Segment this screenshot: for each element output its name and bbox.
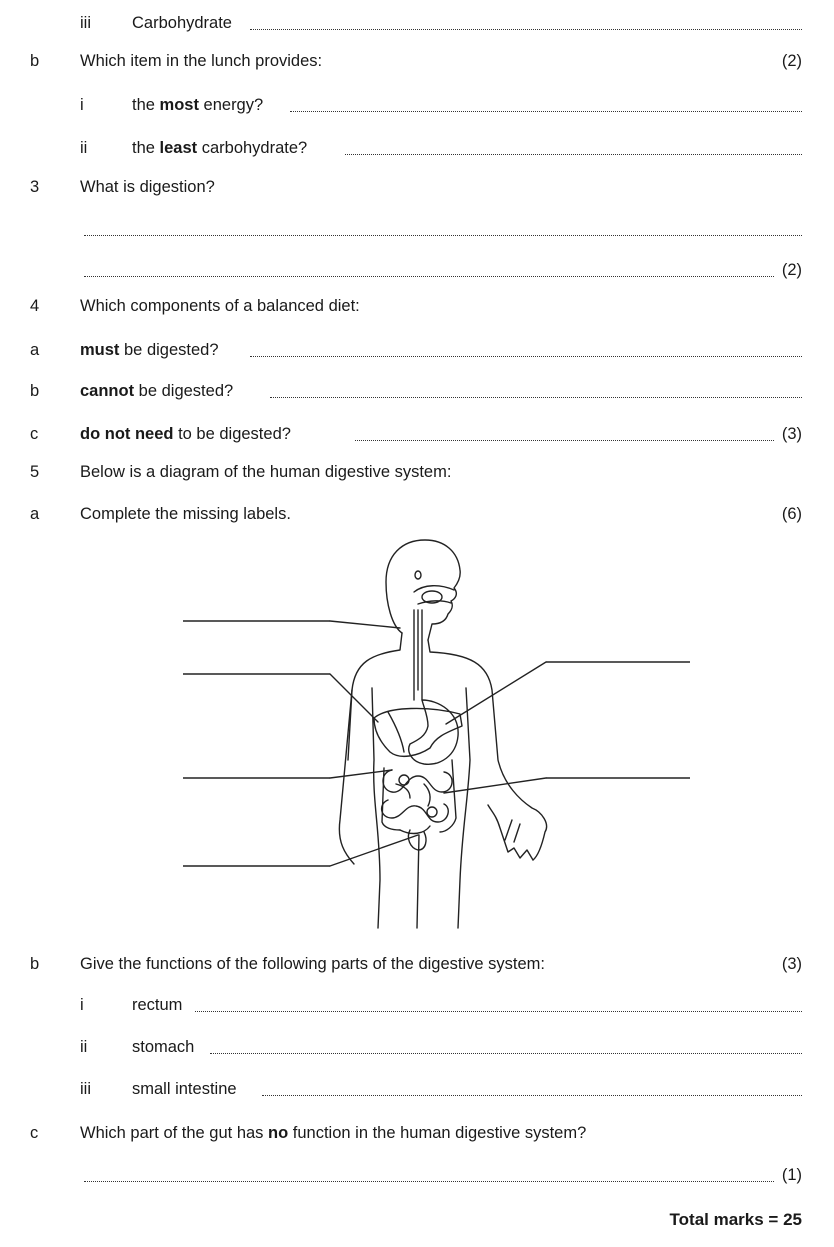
- answer-line[interactable]: [84, 276, 774, 277]
- answer-line[interactable]: [250, 356, 802, 357]
- q2-b-ii-row: ii the least carbohydrate?: [0, 139, 834, 163]
- prompt-text: cannot be digested?: [80, 382, 237, 401]
- part-letter: c: [30, 425, 39, 443]
- total-marks: Total marks = 25: [669, 1210, 802, 1229]
- marks: (6): [779, 505, 802, 524]
- oesophagus: [413, 609, 423, 701]
- q4-b-row: b cannot be digested?: [0, 382, 834, 406]
- prompt-text: stomach: [132, 1038, 198, 1057]
- q2-a-iii-row: iii Carbohydrate: [0, 14, 834, 38]
- stomach: [408, 699, 459, 765]
- part-letter: b: [30, 382, 40, 400]
- head-outline: [385, 539, 461, 641]
- q5-c-row: c Which part of the gut has no function …: [0, 1124, 834, 1148]
- q2-b-i-row: i the most energy?: [0, 96, 834, 120]
- q5-b-i-row: i rectum: [0, 996, 834, 1020]
- answer-line[interactable]: [345, 154, 802, 155]
- q3-row: 3 What is digestion?: [0, 178, 834, 202]
- prompt-text: the most energy?: [132, 96, 267, 115]
- prompt-text: must be digested?: [80, 341, 222, 360]
- q4-row: 4 Which components of a balanced diet:: [0, 297, 834, 321]
- part-letter: b: [30, 52, 40, 70]
- question-number: 4: [30, 297, 40, 315]
- question-text: Below is a diagram of the human digestiv…: [80, 463, 452, 481]
- answer-line[interactable]: [355, 440, 774, 441]
- roman-numeral: iii: [80, 14, 94, 33]
- q4-c-row: c do not need to be digested? (3): [0, 425, 834, 449]
- liver: [373, 707, 463, 758]
- q5-b-row: b Give the functions of the following pa…: [0, 955, 834, 979]
- marks: (2): [779, 261, 802, 280]
- answer-line[interactable]: [210, 1053, 802, 1054]
- part-letter: b: [30, 955, 40, 973]
- answer-line[interactable]: [84, 1181, 774, 1182]
- marks: (3): [779, 425, 802, 444]
- question-text: Which part of the gut has no function in…: [80, 1124, 587, 1142]
- q5-a-row: a Complete the missing labels. (6): [0, 505, 834, 529]
- answer-line[interactable]: [270, 397, 802, 398]
- q4-a-row: a must be digested?: [0, 341, 834, 365]
- q5-b-iii-row: iii small intestine: [0, 1080, 834, 1104]
- roman-numeral: i: [80, 996, 87, 1015]
- q5-c-answer-row: (1): [0, 1166, 834, 1190]
- roman-numeral: iii: [80, 1080, 94, 1099]
- q5-b-ii-row: ii stomach: [0, 1038, 834, 1062]
- prompt-text: do not need to be digested?: [80, 425, 294, 444]
- marks: (1): [779, 1166, 802, 1185]
- question-text: Which components of a balanced diet:: [80, 297, 360, 315]
- prompt-text: Carbohydrate: [132, 14, 235, 33]
- answer-line[interactable]: [290, 111, 802, 112]
- prompt-text: small intestine: [132, 1080, 240, 1099]
- prompt-text: rectum: [132, 996, 186, 1015]
- roman-numeral: i: [80, 96, 87, 115]
- prompt-text: the least carbohydrate?: [132, 139, 311, 158]
- small-intestine: [381, 769, 453, 835]
- question-text: Which item in the lunch provides:: [80, 52, 323, 70]
- q3-answer-row-1: [0, 220, 834, 244]
- marks: (2): [779, 52, 802, 71]
- q3-answer-row-2: (2): [0, 261, 834, 285]
- rectum: [407, 829, 427, 851]
- part-letter: c: [30, 1124, 39, 1142]
- answer-line[interactable]: [262, 1095, 802, 1096]
- large-intestine: [381, 759, 457, 833]
- question-text: What is digestion?: [80, 178, 215, 196]
- q5-row: 5 Below is a diagram of the human digest…: [0, 463, 834, 487]
- answer-line[interactable]: [195, 1011, 802, 1012]
- answer-line[interactable]: [250, 29, 802, 30]
- marks: (3): [779, 955, 802, 974]
- part-letter: a: [30, 505, 40, 523]
- question-number: 5: [30, 463, 40, 481]
- roman-numeral: ii: [80, 139, 91, 158]
- part-letter: a: [30, 341, 40, 359]
- question-text: Give the functions of the following part…: [80, 955, 545, 973]
- question-text: Complete the missing labels.: [80, 505, 291, 523]
- question-number: 3: [30, 178, 40, 196]
- answer-line[interactable]: [84, 235, 802, 236]
- roman-numeral: ii: [80, 1038, 91, 1057]
- q2-b-row: b Which item in the lunch provides: (2): [0, 52, 834, 76]
